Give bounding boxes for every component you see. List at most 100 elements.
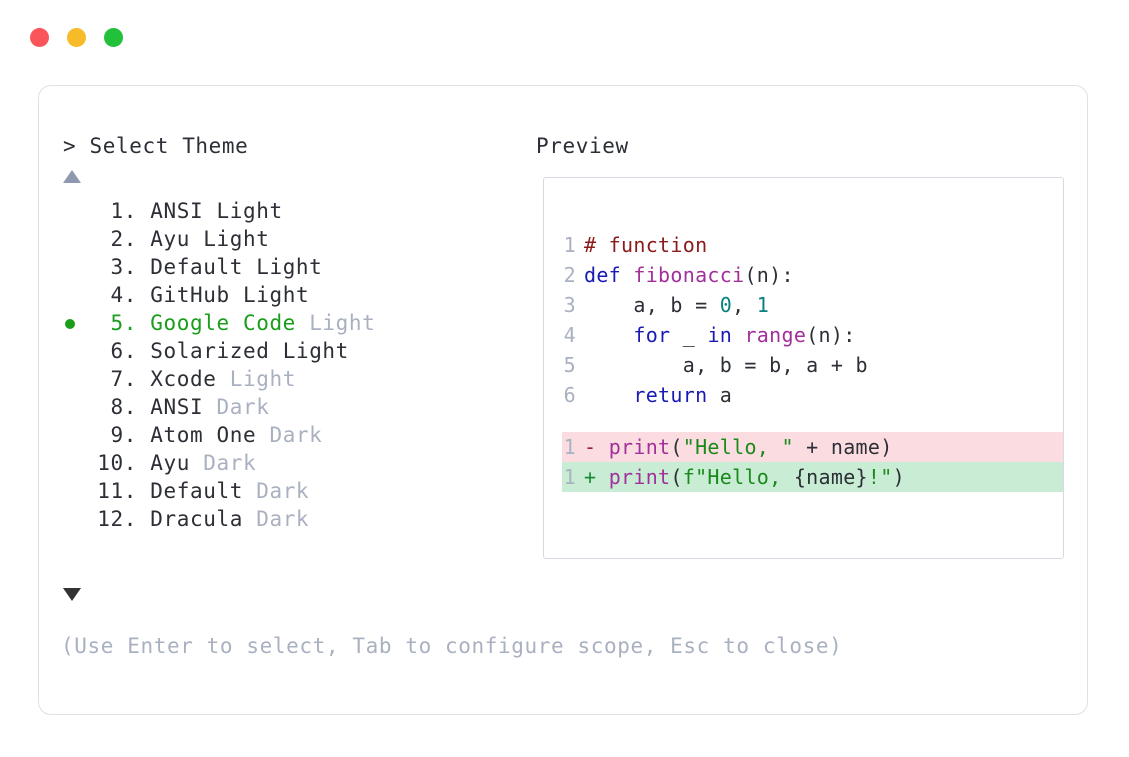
theme-item-number: 10. — [97, 451, 137, 475]
theme-item-variant: Dark — [216, 395, 270, 419]
keyboard-hint: (Use Enter to select, Tab to configure s… — [61, 634, 843, 658]
theme-item-number: 2. — [110, 227, 137, 251]
code-token: 0 — [719, 293, 733, 317]
code-token — [584, 323, 633, 347]
line-number: 2 — [563, 263, 576, 287]
line-number: 6 — [563, 383, 576, 407]
theme-item-variant: Light — [256, 255, 323, 279]
code-token: range — [744, 323, 807, 347]
code-token: fibonacci — [633, 263, 745, 287]
theme-item-name: Solarized — [150, 339, 270, 363]
theme-item-name: Google Code — [150, 311, 296, 335]
theme-item-number: 8. — [110, 395, 137, 419]
code-token: , — [732, 293, 757, 317]
code-token: f"Hello, — [682, 465, 794, 489]
theme-list-item[interactable]: 4. GitHub Light — [63, 281, 503, 309]
line-number: 4 — [563, 323, 576, 347]
code-token: ( — [670, 465, 683, 489]
preview-label: Preview — [536, 134, 629, 158]
code-token: a — [707, 383, 733, 407]
code-token: 1 — [756, 293, 770, 317]
theme-list-item[interactable]: 9. Atom One Dark — [63, 421, 503, 449]
theme-item-name: Ayu — [150, 227, 190, 251]
window-traffic-lights — [30, 28, 123, 47]
scroll-up-arrow-icon[interactable] — [63, 170, 81, 183]
theme-item-variant: Light — [229, 367, 296, 391]
code-token: in — [707, 323, 733, 347]
theme-item-name: GitHub — [150, 283, 230, 307]
minimize-window-button[interactable] — [67, 28, 86, 47]
theme-list-item[interactable]: 2. Ayu Light — [63, 225, 503, 253]
theme-list-item[interactable]: 10. Ayu Dark — [63, 449, 503, 477]
code-token: # function — [584, 233, 708, 257]
preview-box: 1 # function 2 def fibonacci (n): 3 a, b = 0,… — [543, 177, 1064, 559]
theme-item-variant: Light — [309, 311, 376, 335]
code-token: _ — [670, 323, 708, 347]
theme-item-name: Ayu — [150, 451, 190, 475]
code-token: print — [608, 465, 671, 489]
theme-item-name: Atom One — [150, 423, 257, 447]
code-token — [732, 323, 744, 347]
diff-removed-line: 1- print("Hello, " + name) — [562, 432, 1063, 462]
theme-item-number: 6. — [110, 339, 137, 363]
scroll-down-arrow-icon[interactable] — [63, 588, 81, 601]
theme-list-item[interactable]: 11. Default Dark — [63, 477, 503, 505]
code-line: 4 for _ in range(n): — [562, 320, 1063, 350]
theme-item-variant: Dark — [269, 423, 323, 447]
theme-item-name: Dracula — [150, 507, 243, 531]
code-token: ( — [670, 435, 683, 459]
theme-item-number: 9. — [110, 423, 137, 447]
theme-list-item[interactable]: 1. ANSI Light — [63, 197, 503, 225]
theme-item-variant: Light — [216, 199, 283, 223]
theme-list-item[interactable]: 5. Google Code Light — [63, 309, 503, 337]
line-number: 1 — [563, 465, 576, 489]
code-token: + name) — [793, 435, 893, 459]
theme-item-number: 4. — [110, 283, 137, 307]
theme-list-item[interactable]: 12. Dracula Dark — [63, 505, 503, 533]
code-token: !" — [867, 465, 893, 489]
theme-item-number: 3. — [110, 255, 137, 279]
code-line: 6 return a — [562, 380, 1063, 410]
code-spacer — [562, 410, 1063, 432]
code-line: 5 a, b = b, a + b — [562, 350, 1063, 380]
theme-item-variant: Light — [203, 227, 270, 251]
close-window-button[interactable] — [30, 28, 49, 47]
theme-item-variant: Light — [282, 339, 349, 363]
maximize-window-button[interactable] — [104, 28, 123, 47]
code-token: "Hello, " — [682, 435, 794, 459]
theme-item-variant: Dark — [256, 479, 310, 503]
code-line: 1 # function — [562, 230, 1063, 260]
code-token: a, b = — [584, 293, 720, 317]
line-number: 5 — [563, 353, 576, 377]
theme-item-name: Default — [150, 255, 243, 279]
diff-minus-marker: - — [584, 435, 597, 459]
code-token: {name} — [793, 465, 868, 489]
code-token — [584, 383, 633, 407]
theme-list-item[interactable]: 3. Default Light — [63, 253, 503, 281]
theme-list-item[interactable]: 6. Solarized Light — [63, 337, 503, 365]
code-token: ) — [892, 465, 905, 489]
code-token: a, b = b, a + b — [584, 353, 868, 377]
theme-item-number: 11. — [97, 479, 137, 503]
theme-item-number: 12. — [97, 507, 137, 531]
theme-item-name: Default — [150, 479, 243, 503]
theme-list-item[interactable]: 7. Xcode Light — [63, 365, 503, 393]
theme-item-variant: Dark — [256, 507, 310, 531]
code-token: print — [608, 435, 671, 459]
select-theme-prompt: > Select Theme — [63, 134, 249, 158]
code-preview: 1 # function 2 def fibonacci (n): 3 a, b = 0,… — [562, 230, 1063, 492]
diff-plus-marker: + — [584, 465, 597, 489]
line-number: 1 — [563, 233, 576, 257]
selected-bullet-icon — [65, 319, 75, 329]
theme-list-item[interactable]: 8. ANSI Dark — [63, 393, 503, 421]
theme-item-name: Xcode — [150, 367, 217, 391]
line-number: 3 — [563, 293, 576, 317]
line-number: 1 — [563, 435, 576, 459]
theme-item-number: 1. — [110, 199, 137, 223]
theme-item-number: 5. — [110, 311, 137, 335]
code-token: def — [584, 263, 634, 287]
code-token: (n): — [806, 323, 856, 347]
